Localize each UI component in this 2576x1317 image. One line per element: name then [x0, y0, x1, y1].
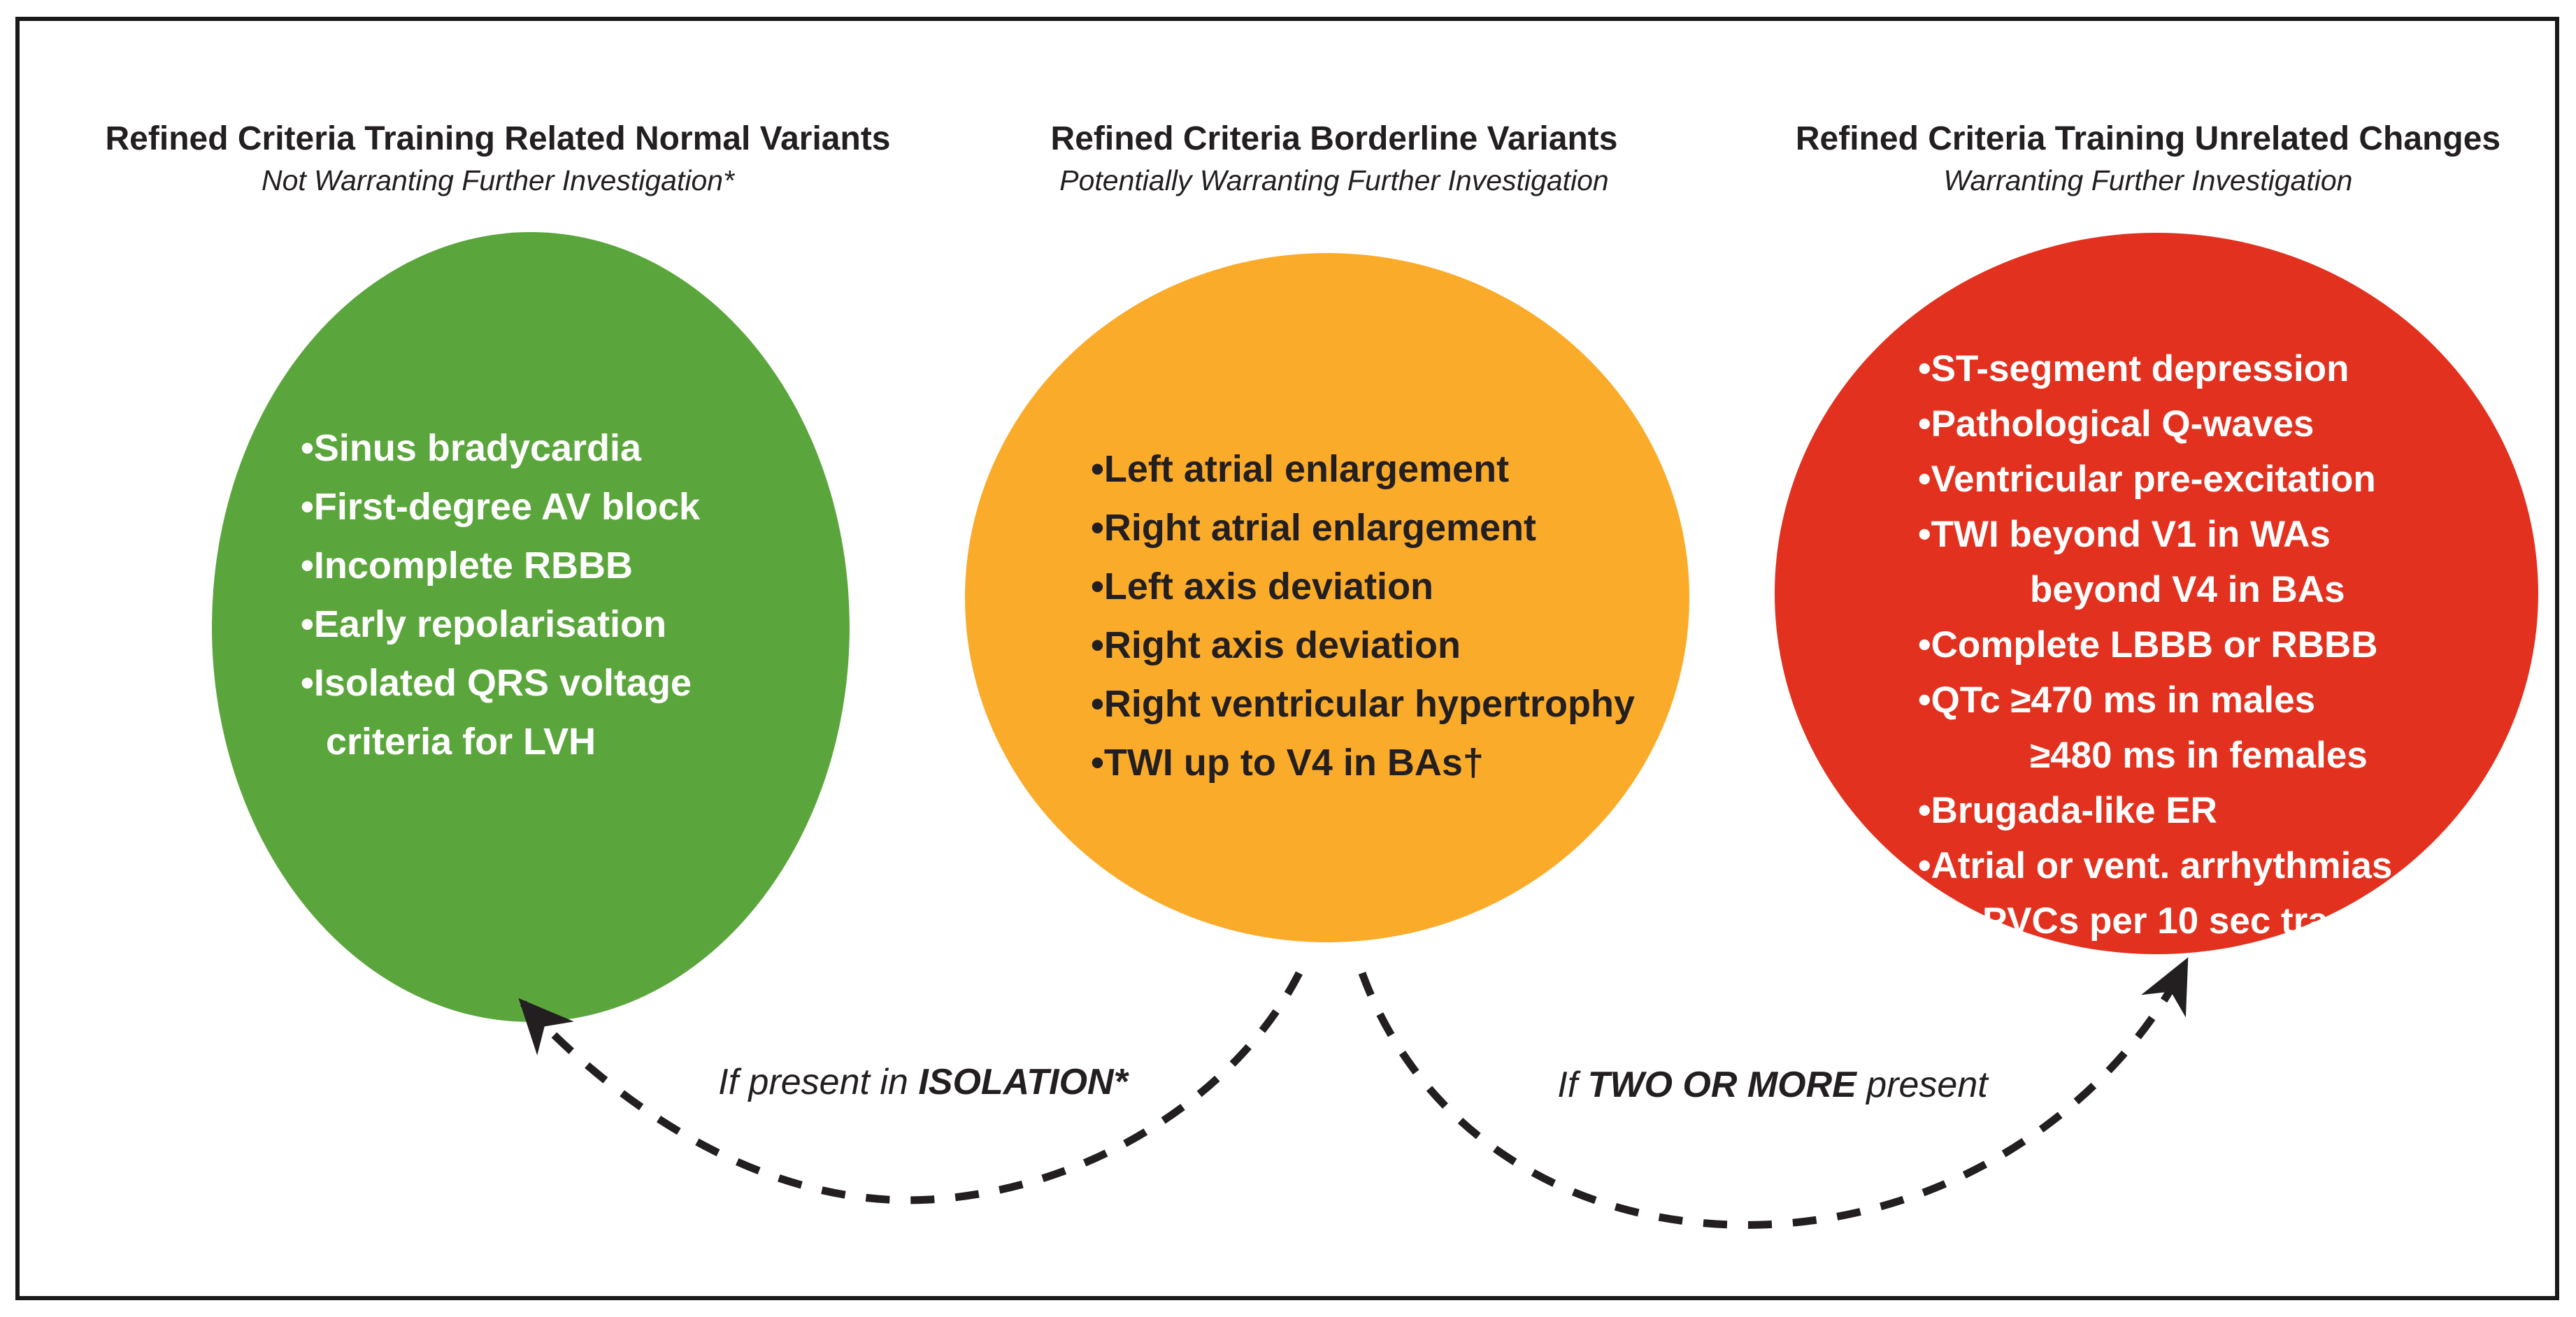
- unrelated-changes-circle: ST-segment depression Pathological Q-wav…: [1775, 233, 2538, 954]
- criteria-item: Sinus bradycardia: [301, 419, 700, 477]
- label-emphasis: ISOLATION*: [918, 1062, 1128, 1102]
- criteria-item: Right atrial enlargement: [1091, 498, 1635, 557]
- label-suffix: present: [1856, 1065, 1988, 1105]
- criteria-item: Left axis deviation: [1091, 557, 1635, 616]
- borderline-criteria-list: Left atrial enlargement Right atrial enl…: [1091, 440, 1635, 792]
- criteria-item: Left atrial enlargement: [1091, 440, 1635, 498]
- arrow-to-normal-icon: [518, 971, 1303, 1204]
- header-normal-variants: Refined Criteria Training Related Normal…: [106, 117, 891, 200]
- criteria-item: Complete LBBB or RBBB: [1918, 617, 2405, 672]
- criteria-item-continuation: ≥480 ms in females: [2030, 735, 2368, 776]
- header-borderline-variants: Refined Criteria Borderline Variants Pot…: [1051, 117, 1618, 200]
- criteria-item: ≥2 PVCs per 10 sec tracing: [1918, 893, 2405, 949]
- header-unrelated-changes: Refined Criteria Training Unrelated Chan…: [1796, 117, 2500, 200]
- criteria-item-continuation: criteria for LVH: [326, 721, 596, 763]
- criteria-item-continuation: beyond V4 in BAs: [2030, 569, 2345, 610]
- criteria-item: Isolated QRS voltage: [301, 654, 700, 712]
- arrow-to-unrelated-icon: [1358, 957, 2189, 1229]
- criteria-item: Brugada-like ER: [1918, 783, 2405, 838]
- arrow-label-isolation: If present in ISOLATION*: [718, 1061, 1128, 1103]
- criteria-item: ST-segment depression: [1918, 341, 2405, 396]
- label-emphasis: TWO OR MORE: [1587, 1065, 1856, 1105]
- column-title: Refined Criteria Borderline Variants: [1050, 120, 1618, 157]
- column-subtitle: Warranting Further Investigation: [1943, 164, 2353, 196]
- normal-variants-circle: Sinus bradycardia First-degree AV block …: [212, 232, 850, 1022]
- column-subtitle: Potentially Warranting Further Investiga…: [1059, 164, 1609, 196]
- label-prefix: If present in: [718, 1062, 919, 1102]
- criteria-item: Early repolarisation: [301, 595, 700, 654]
- normal-criteria-list: Sinus bradycardia First-degree AV block …: [301, 419, 700, 771]
- criteria-item: TWI beyond V1 in WAs: [1918, 507, 2405, 562]
- unrelated-criteria-list: ST-segment depression Pathological Q-wav…: [1918, 341, 2405, 949]
- arrow-label-two-or-more: If TWO OR MORE present: [1557, 1064, 1987, 1106]
- label-prefix: If: [1557, 1065, 1588, 1105]
- criteria-item: Pathological Q-waves: [1918, 396, 2405, 452]
- criteria-item: Ventricular pre-excitation: [1918, 452, 2405, 507]
- criteria-item: Incomplete RBBB: [301, 536, 700, 595]
- borderline-variants-circle: Left atrial enlargement Right atrial enl…: [965, 253, 1689, 942]
- criteria-item: QTc ≥470 ms in males: [1918, 672, 2405, 728]
- criteria-item: Right ventricular hypertrophy: [1091, 675, 1635, 733]
- criteria-item: TWI up to V4 in BAs†: [1091, 733, 1635, 792]
- column-title: Refined Criteria Training Related Normal…: [105, 120, 891, 157]
- criteria-item: First-degree AV block: [301, 477, 700, 536]
- criteria-item: Atrial or vent. arrhythmias: [1918, 838, 2405, 893]
- column-title: Refined Criteria Training Unrelated Chan…: [1795, 120, 2501, 157]
- column-subtitle: Not Warranting Further Investigation*: [261, 164, 735, 196]
- criteria-item: Right axis deviation: [1091, 616, 1635, 675]
